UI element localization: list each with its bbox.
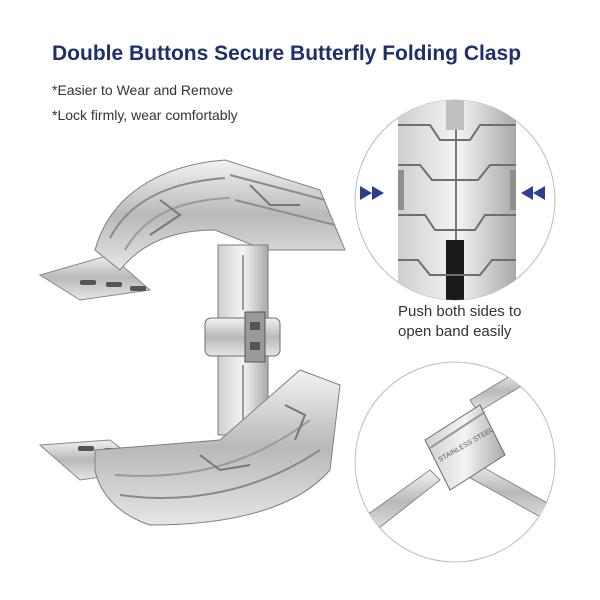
- feature-bullet-easy-wear: *Easier to Wear and Remove: [52, 82, 234, 98]
- caption-line-2: open band easily: [398, 323, 512, 340]
- caption-line-1: Push both sides to: [398, 303, 522, 320]
- callout-circle-push-sides: [354, 99, 556, 301]
- page-title: Double Buttons Secure Butterfly Folding …: [52, 42, 522, 65]
- butterfly-clasp: [204, 244, 281, 436]
- watch-band-lower: [38, 369, 341, 526]
- feature-bullet-lock-firmly: *Lock firmly, wear comfortably: [52, 107, 238, 123]
- arrow-left-icon: [521, 186, 545, 200]
- callout-circle-clasp-closeup: STAINLESS STEEL: [354, 361, 556, 563]
- watch-band-upper: [38, 159, 346, 301]
- push-sides-caption: Push both sides to open band easily: [398, 302, 558, 342]
- arrow-right-icon: [360, 186, 384, 200]
